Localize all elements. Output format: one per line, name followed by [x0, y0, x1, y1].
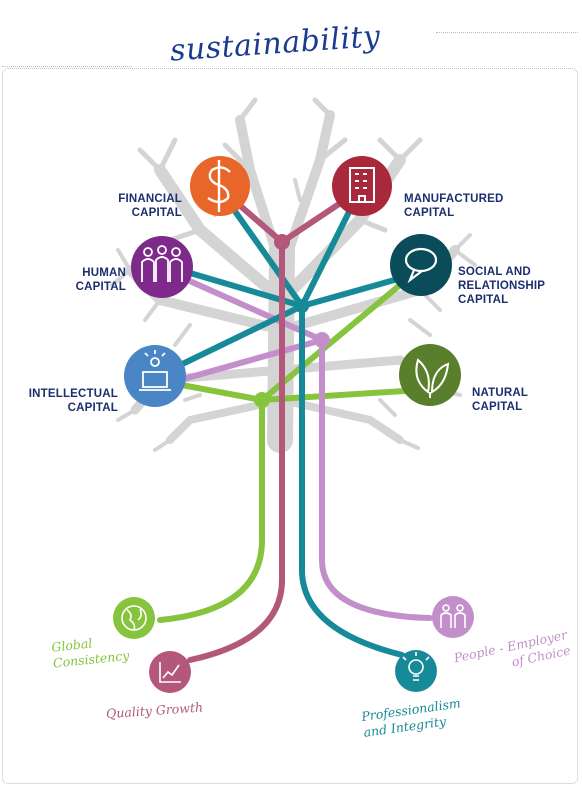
financial-capital-node[interactable] — [190, 156, 250, 216]
lilac-line — [162, 267, 433, 621]
two-people-icon — [440, 604, 466, 628]
quality-growth-node[interactable] — [149, 651, 191, 693]
social-capital-label: SOCIAL AND RELATIONSHIP CAPITAL — [458, 266, 546, 306]
building-icon — [349, 167, 375, 203]
junction-dots — [254, 234, 330, 408]
diagram-frame — [2, 68, 578, 784]
leaves-icon — [415, 358, 450, 398]
social-capital-node[interactable] — [390, 234, 452, 296]
intellectual-capital-label: INTELLECTUAL CAPITAL — [28, 388, 118, 414]
globe-icon — [121, 605, 147, 631]
speech-bubble-icon — [404, 247, 438, 284]
title-divider-left — [2, 66, 132, 67]
idea-laptop-icon — [139, 350, 171, 391]
natural-capital-label: NATURAL CAPITAL — [472, 387, 529, 413]
manufactured-capital-node[interactable] — [332, 156, 392, 216]
people-employer-node[interactable] — [432, 596, 474, 638]
human-capital-node[interactable] — [131, 236, 193, 298]
dollar-icon — [207, 160, 231, 212]
financial-capital-label: FINANCIAL CAPITAL — [118, 193, 182, 219]
lightbulb-icon — [402, 652, 430, 681]
global-consistency-node[interactable] — [113, 597, 155, 639]
natural-capital-node[interactable] — [399, 344, 461, 406]
human-capital-label: HUMAN CAPITAL — [75, 267, 126, 293]
title-divider-right — [436, 32, 578, 33]
professionalism-node[interactable] — [395, 650, 437, 692]
intellectual-capital-node[interactable] — [124, 345, 186, 407]
manufactured-capital-label: MANUFACTURED CAPITAL — [404, 193, 504, 219]
people-icon — [141, 245, 183, 282]
growth-chart-icon — [159, 662, 181, 683]
